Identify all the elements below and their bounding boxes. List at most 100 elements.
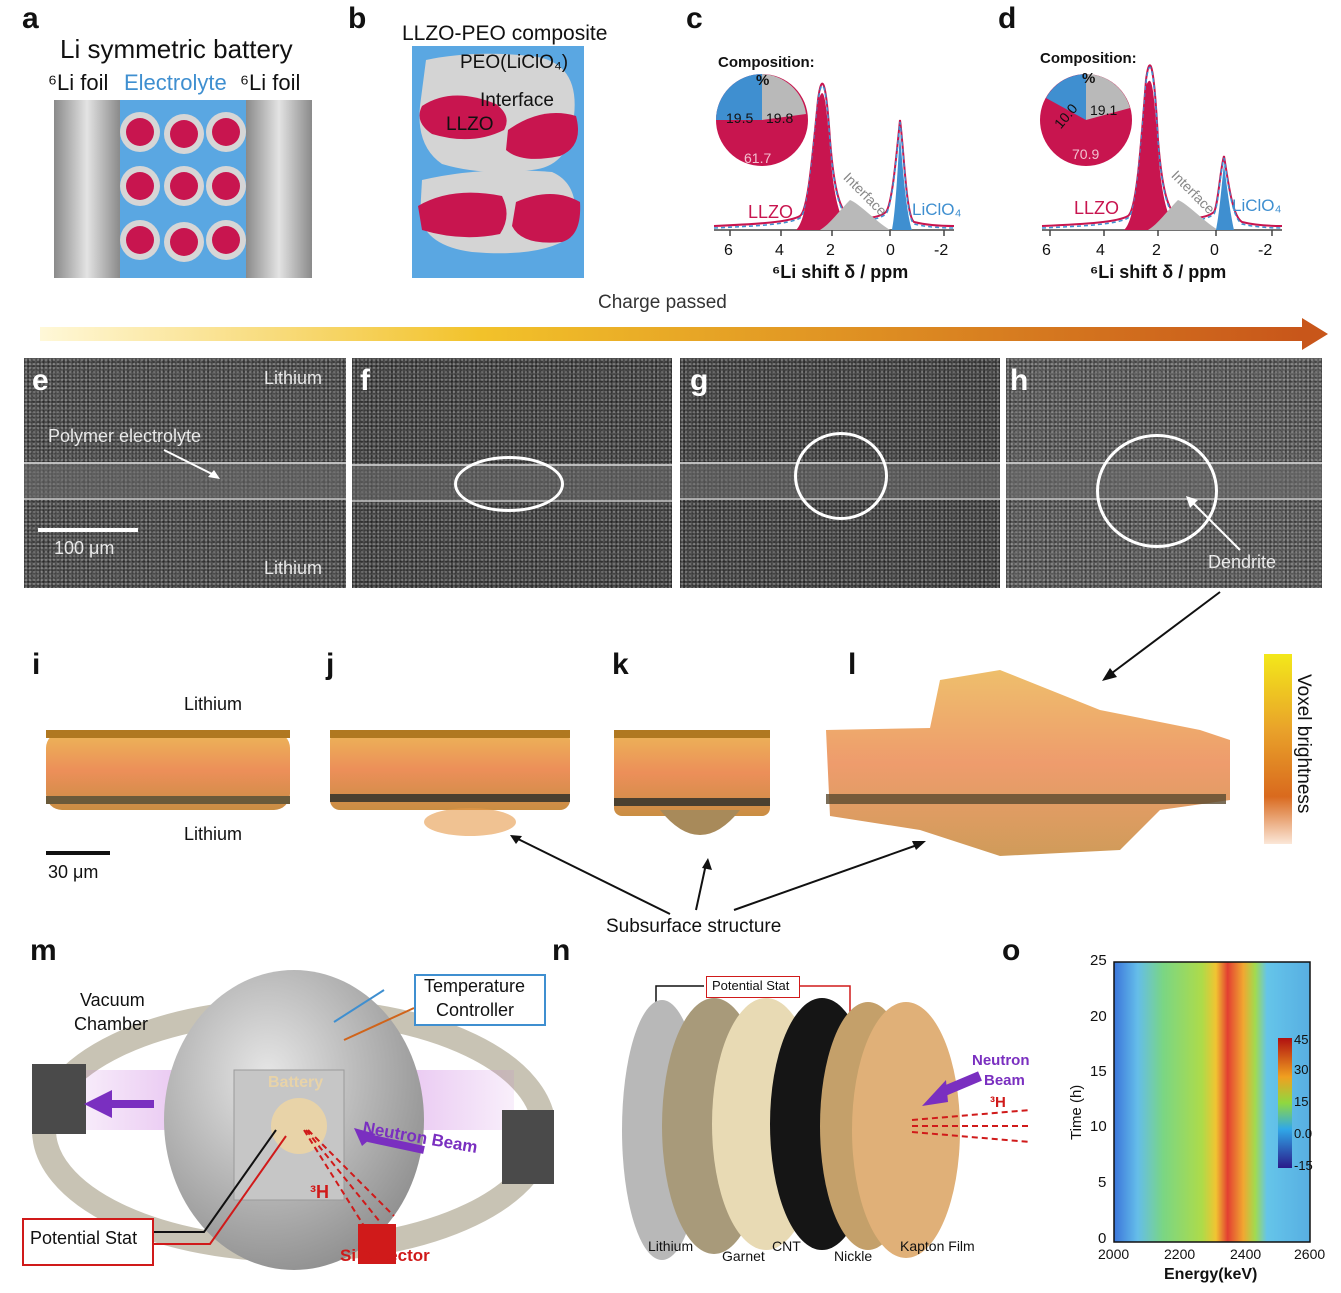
dendrite-link-arrow xyxy=(1102,591,1221,681)
layer-label-cnt: CNT xyxy=(772,1238,801,1254)
charge-passed-arrow xyxy=(40,318,1328,350)
cbar-tick-45: 45 xyxy=(1294,1032,1309,1047)
energy-time-heatmap xyxy=(1113,961,1311,1243)
panel-label-l: l xyxy=(848,648,857,681)
panel-label-g: g xyxy=(690,364,709,397)
scale-bar-i xyxy=(46,851,110,855)
tomography-slice-f xyxy=(352,358,672,588)
panel-b-interface-label: Interface xyxy=(480,90,554,111)
xtick-d-4: 0 xyxy=(1210,242,1219,259)
potential-stat-label-n: Potential Stat xyxy=(712,978,790,993)
neutron-label-n: Neutron xyxy=(972,1052,1030,1069)
pie-value-c-2: 19.8 xyxy=(766,110,794,126)
pie-value-d-3: 70.9 xyxy=(1072,146,1100,162)
potential-stat-label-m: Potential Stat xyxy=(30,1228,138,1248)
xtick-d-1: 6 xyxy=(1042,242,1051,259)
temperature-label: Temperature xyxy=(424,976,526,996)
scale-label-e: 100 μm xyxy=(54,538,115,558)
peak-llzo-c: LLZO xyxy=(748,202,794,222)
dendrite-label: Dendrite xyxy=(1208,552,1277,572)
tritium-label-n: ³H xyxy=(990,1094,1006,1111)
xtick-c-1: 6 xyxy=(724,242,733,259)
layer-label-kapton: Kapton Film xyxy=(900,1238,975,1254)
chamber-label: Chamber xyxy=(74,1014,149,1034)
peak-liclo4-c: LiClO₄ xyxy=(912,200,962,219)
ytick-o-5: 5 xyxy=(1098,1174,1107,1191)
temperature-controller-box xyxy=(414,974,546,1026)
composition-unit-d: % xyxy=(1082,70,1096,87)
panel-label-k: k xyxy=(612,648,629,681)
panel-label-b: b xyxy=(348,2,367,35)
cbar-tick-neg15: -15 xyxy=(1294,1158,1313,1173)
vacuum-label: Vacuum xyxy=(80,990,145,1010)
cbar-tick-30: 30 xyxy=(1294,1062,1309,1077)
xtick-d-5: -2 xyxy=(1258,242,1273,259)
xlabel-c: ⁶Li shift δ / ppm xyxy=(772,262,909,282)
xtick-c-3: 2 xyxy=(826,242,835,259)
panel-a-foil-left: ⁶Li foil xyxy=(48,70,109,95)
scale-bar-e xyxy=(38,528,138,532)
panel-b-peo-label: PEO(LiClO₄) xyxy=(460,52,569,73)
ytick-o-10: 10 xyxy=(1090,1118,1107,1135)
panel-label-f: f xyxy=(360,364,370,397)
panel-label-j: j xyxy=(326,648,335,681)
xtick-o-2200: 2200 xyxy=(1164,1246,1196,1262)
panel-a-electrolyte-label: Electrolyte xyxy=(124,70,227,95)
panel-label-i: i xyxy=(32,648,41,681)
cell-stack-diagram xyxy=(622,985,1031,1260)
cbar-tick-15: 15 xyxy=(1294,1094,1309,1109)
peak-liclo4-d: LiClO₄ xyxy=(1232,196,1282,215)
composition-unit-c: % xyxy=(756,72,770,89)
panel-label-n: n xyxy=(552,934,571,967)
potential-stat-box-m xyxy=(22,1218,154,1266)
pie-value-c-3: 61.7 xyxy=(744,150,772,166)
xtick-o-2000: 2000 xyxy=(1098,1246,1130,1262)
panel-label-a: a xyxy=(22,2,39,35)
panel-label-o: o xyxy=(1002,934,1021,967)
beam-label-n: Beam xyxy=(984,1072,1025,1089)
si-detector-label: Si Detector xyxy=(340,1246,430,1265)
panel-b-llzo-label: LLZO xyxy=(446,114,494,135)
charge-passed-label: Charge passed xyxy=(598,292,727,313)
layer-label-lithium: Lithium xyxy=(648,1238,694,1254)
polymer-electrolyte-label: Polymer electrolyte xyxy=(48,426,202,446)
composition-title-c: Composition: xyxy=(718,54,815,71)
panel-label-d: d xyxy=(998,2,1017,35)
xtick-d-3: 2 xyxy=(1152,242,1161,259)
dendrite-arrow xyxy=(1186,496,1241,551)
pie-value-d-2: 19.1 xyxy=(1090,102,1118,118)
xtick-c-4: 0 xyxy=(886,242,895,259)
controller-label: Controller xyxy=(436,1000,515,1020)
ytick-o-20: 20 xyxy=(1090,1008,1107,1025)
colorbar-label: Voxel brightness xyxy=(1293,674,1314,814)
battery-label: Battery xyxy=(268,1074,324,1091)
cbar-tick-0: 0.0 xyxy=(1294,1126,1313,1141)
composite-schematic xyxy=(412,46,584,278)
nmr-spectrum-c xyxy=(713,74,955,236)
panel-b-title: LLZO-PEO composite xyxy=(402,22,608,45)
polymer-arrow xyxy=(163,449,220,479)
xtick-o-2400: 2400 xyxy=(1230,1246,1262,1262)
panel-a-title: Li symmetric battery xyxy=(60,34,293,64)
xtick-c-2: 4 xyxy=(775,242,784,259)
ytick-o-25: 25 xyxy=(1090,952,1107,969)
lithium-top-label-i: Lithium xyxy=(184,694,243,714)
tomography-slice-h xyxy=(1006,358,1322,588)
nmr-spectrum-d xyxy=(1040,64,1283,236)
subsurface-arrows xyxy=(510,835,926,915)
xtick-d-2: 4 xyxy=(1096,242,1105,259)
subsurface-label: Subsurface structure xyxy=(606,916,782,937)
lithium-bottom-label-e: Lithium xyxy=(264,558,323,578)
pie-value-c-1: 19.5 xyxy=(726,110,754,126)
tomography-render-set xyxy=(46,654,1292,856)
lithium-top-label-e: Lithium xyxy=(264,368,323,388)
ytick-o-15: 15 xyxy=(1090,1063,1107,1080)
panel-label-e: e xyxy=(32,364,49,397)
panel-label-h: h xyxy=(1010,364,1029,397)
scale-label-i: 30 μm xyxy=(48,862,99,882)
composition-title-d: Composition: xyxy=(1040,50,1137,67)
ytick-o-0: 0 xyxy=(1098,1230,1107,1247)
xlabel-d: ⁶Li shift δ / ppm xyxy=(1090,262,1227,282)
lithium-bottom-label-i: Lithium xyxy=(184,824,243,844)
panel-a-foil-right: ⁶Li foil xyxy=(240,70,301,95)
